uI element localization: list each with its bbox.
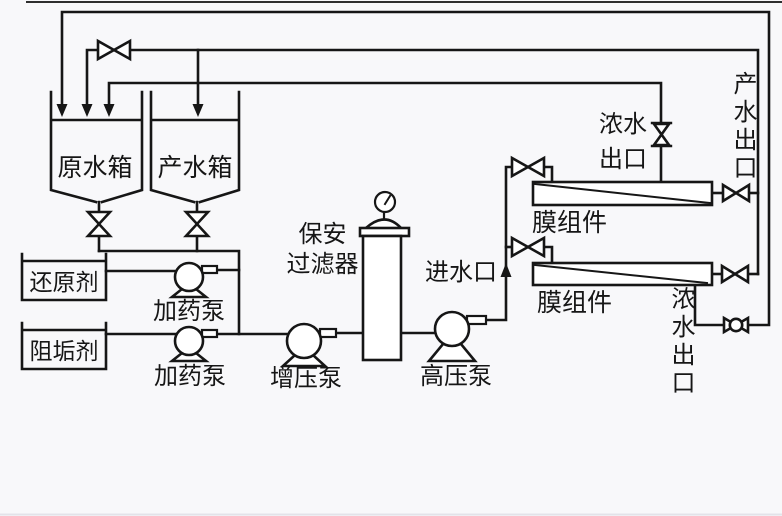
security-filter-symbol: [358, 210, 411, 362]
label-dosing-pump-1: 加药泵: [153, 299, 225, 325]
label-product-tank: 产水箱: [157, 155, 233, 182]
label-water-inlet: 进水口: [425, 260, 497, 286]
label-membrane-module-1: 膜组件: [532, 210, 608, 237]
product-tank-outlet-valve-icon: [183, 210, 211, 238]
raw-water-tank: [49, 90, 144, 204]
raw-tank-outlet-valve-icon: [85, 210, 113, 238]
membrane-module-1-symbol: [531, 180, 714, 207]
label-security-filter: 保安 过滤器: [286, 222, 359, 278]
dosing-pump-2-symbol: [168, 325, 219, 363]
membrane1-concentrate-valve-icon: [650, 121, 673, 148]
label-raw-tank: 原水箱: [57, 155, 133, 182]
membrane1-feed-valve-icon: [510, 155, 546, 179]
arrow-into-raw-tank-1-icon: [56, 104, 68, 117]
booster-pump-symbol: [279, 322, 338, 368]
dosing-pump-1-symbol: [168, 261, 219, 299]
membrane2-feed-valve-icon: [510, 235, 546, 259]
label-high-pressure-pump: 高压泵: [420, 364, 492, 390]
pipe-network: [60, 10, 771, 336]
high-pressure-pump-symbol: [426, 310, 488, 363]
membrane-module-2-symbol: [531, 261, 714, 287]
arrow-into-raw-tank-2-icon: [81, 104, 93, 117]
arrow-into-product-tank-icon: [192, 104, 204, 117]
product-water-tank: [149, 90, 241, 204]
label-dosing-pump-2: 加药泵: [154, 364, 226, 390]
concentrate-globe-valve-icon: [722, 315, 750, 335]
membrane1-product-valve-icon: [721, 182, 751, 204]
label-concentrate-outlet-2: 浓水出口: [667, 286, 693, 398]
membrane2-product-valve-icon: [720, 263, 750, 285]
flow-arrows: [56, 104, 512, 277]
label-antiscalant: 阻垢剂: [29, 339, 99, 364]
arrow-into-raw-tank-3-icon: [103, 104, 115, 117]
pressure-gauge-icon: [373, 190, 397, 214]
label-reducing-agent: 还原剂: [29, 270, 99, 295]
arrow-feed-up-icon: [500, 263, 512, 277]
label-booster-pump: 增压泵: [270, 366, 342, 392]
label-concentrate-outlet-1: 浓水 出口: [599, 112, 647, 173]
flush-valve-icon: [96, 38, 132, 62]
reducing-agent-box: [20, 252, 108, 302]
label-product-water-outlet: 产水出口: [729, 71, 755, 183]
antiscalant-box: [20, 321, 108, 371]
label-membrane-module-2: 膜组件: [537, 290, 613, 317]
